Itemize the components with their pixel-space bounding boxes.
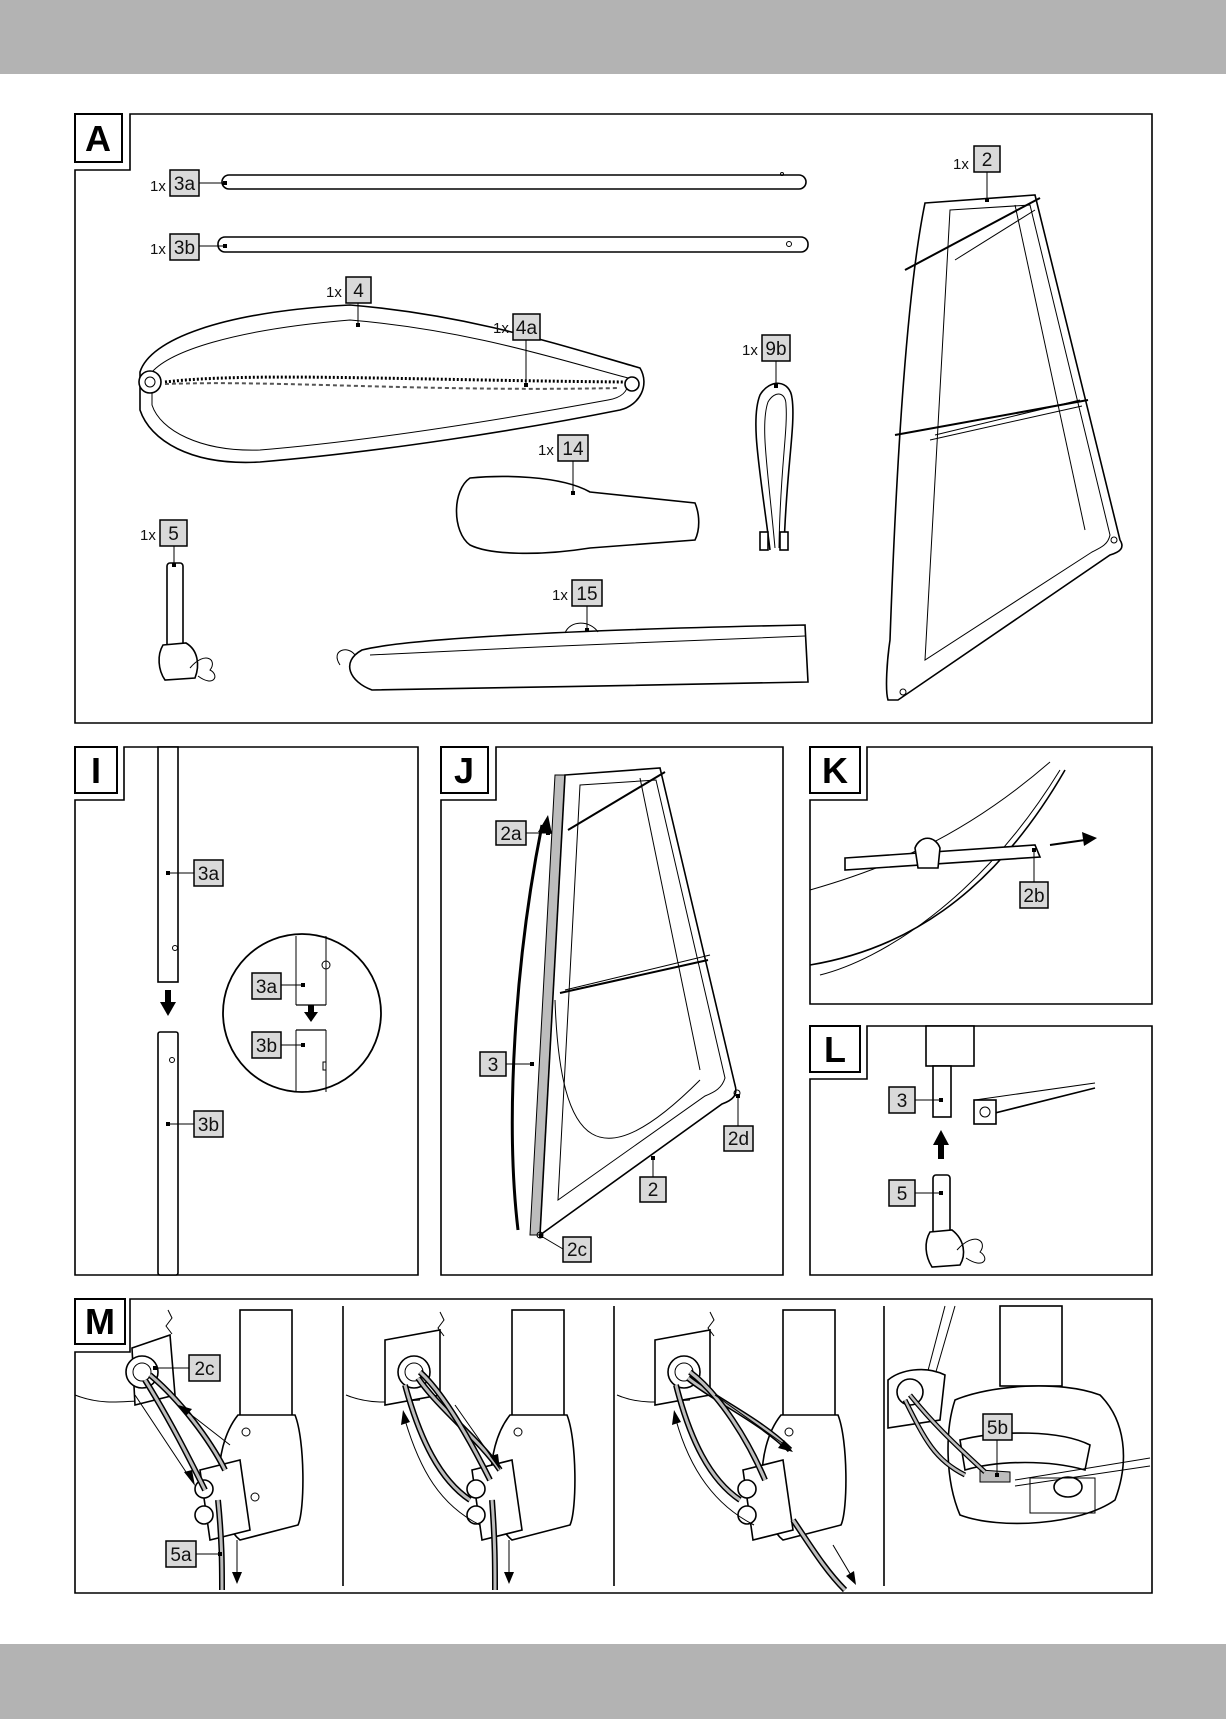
cover-14 xyxy=(457,476,699,553)
m-step-2 xyxy=(346,1310,575,1590)
mast-foot xyxy=(933,1175,950,1237)
label-5: 5 xyxy=(168,524,179,545)
label-2c: 2c xyxy=(567,1240,587,1261)
pull-arrow xyxy=(1082,832,1097,846)
label-2a: 2a xyxy=(500,824,522,845)
qty-15: 1x xyxy=(552,587,568,604)
arrow-up xyxy=(933,1130,949,1145)
m-step-3 xyxy=(617,1310,856,1590)
label-l-5: 5 xyxy=(897,1184,908,1205)
panel-i-tag: I xyxy=(91,750,101,791)
panel-m: M 2c xyxy=(75,1299,1152,1593)
panel-j-frame xyxy=(441,747,783,1275)
qty-2: 1x xyxy=(953,156,969,173)
panel-l-tag: L xyxy=(824,1029,846,1070)
qty-9b: 1x xyxy=(742,342,758,359)
label-5a: 5a xyxy=(170,1545,192,1566)
panel-a-tag: A xyxy=(85,118,111,159)
label-5b: 5b xyxy=(987,1418,1008,1439)
label-2d: 2d xyxy=(728,1129,749,1150)
label-l-3: 3 xyxy=(897,1091,908,1112)
panel-a: A 1x 3a 1x 3b 1x 4 xyxy=(75,114,1152,723)
panel-j: J 2a 3 2d 2 2c xyxy=(441,747,783,1275)
label-4a: 4a xyxy=(516,318,538,339)
label-detail-3a: 3a xyxy=(256,977,278,998)
mast-top-3a xyxy=(222,173,806,190)
qty-4a: 1x xyxy=(493,320,509,337)
label-i-3b: 3b xyxy=(198,1115,219,1136)
label-detail-3b: 3b xyxy=(256,1036,277,1057)
qty-5: 1x xyxy=(140,527,156,544)
arrow-down xyxy=(160,1002,176,1016)
label-15: 15 xyxy=(576,584,597,605)
label-j-3: 3 xyxy=(488,1055,499,1076)
label-2b: 2b xyxy=(1023,886,1044,907)
mast-3b-section xyxy=(158,1032,178,1275)
label-14: 14 xyxy=(562,439,584,460)
qty-3b: 1x xyxy=(150,241,166,258)
label-3a: 3a xyxy=(174,174,196,195)
label-4: 4 xyxy=(353,281,364,302)
panel-m-tag: M xyxy=(85,1301,115,1342)
panel-l-frame xyxy=(810,1026,1152,1275)
panel-i: I 3a 3b 3a 3b xyxy=(75,747,418,1275)
m-step-4 xyxy=(888,1306,1150,1523)
label-i-3a: 3a xyxy=(198,864,220,885)
mast-foot-5 xyxy=(159,563,215,681)
sail-2 xyxy=(887,195,1122,700)
mast-bottom-end xyxy=(926,1026,974,1066)
mast-extension-3 xyxy=(933,1066,951,1117)
qty-4: 1x xyxy=(326,284,342,301)
detail-circle xyxy=(223,934,381,1092)
qty-3a: 1x xyxy=(150,178,166,195)
panel-k-frame xyxy=(810,747,1152,1004)
panel-l: L 3 5 xyxy=(810,1026,1152,1275)
uphaul-loop-9b xyxy=(756,383,793,550)
bag-15 xyxy=(337,623,808,690)
panel-j-tag: J xyxy=(454,750,474,791)
label-9b: 9b xyxy=(765,339,786,360)
label-j-2: 2 xyxy=(648,1180,659,1201)
mast-3a-section xyxy=(158,747,178,982)
panel-k: K 2b xyxy=(810,747,1152,1004)
label-2: 2 xyxy=(982,150,993,171)
panel-k-tag: K xyxy=(822,750,848,791)
label-m-2c: 2c xyxy=(194,1359,214,1380)
qty-14: 1x xyxy=(538,442,554,459)
mast-bottom-3b xyxy=(218,237,808,252)
sail-with-mast xyxy=(512,768,740,1238)
label-3b: 3b xyxy=(174,238,195,259)
